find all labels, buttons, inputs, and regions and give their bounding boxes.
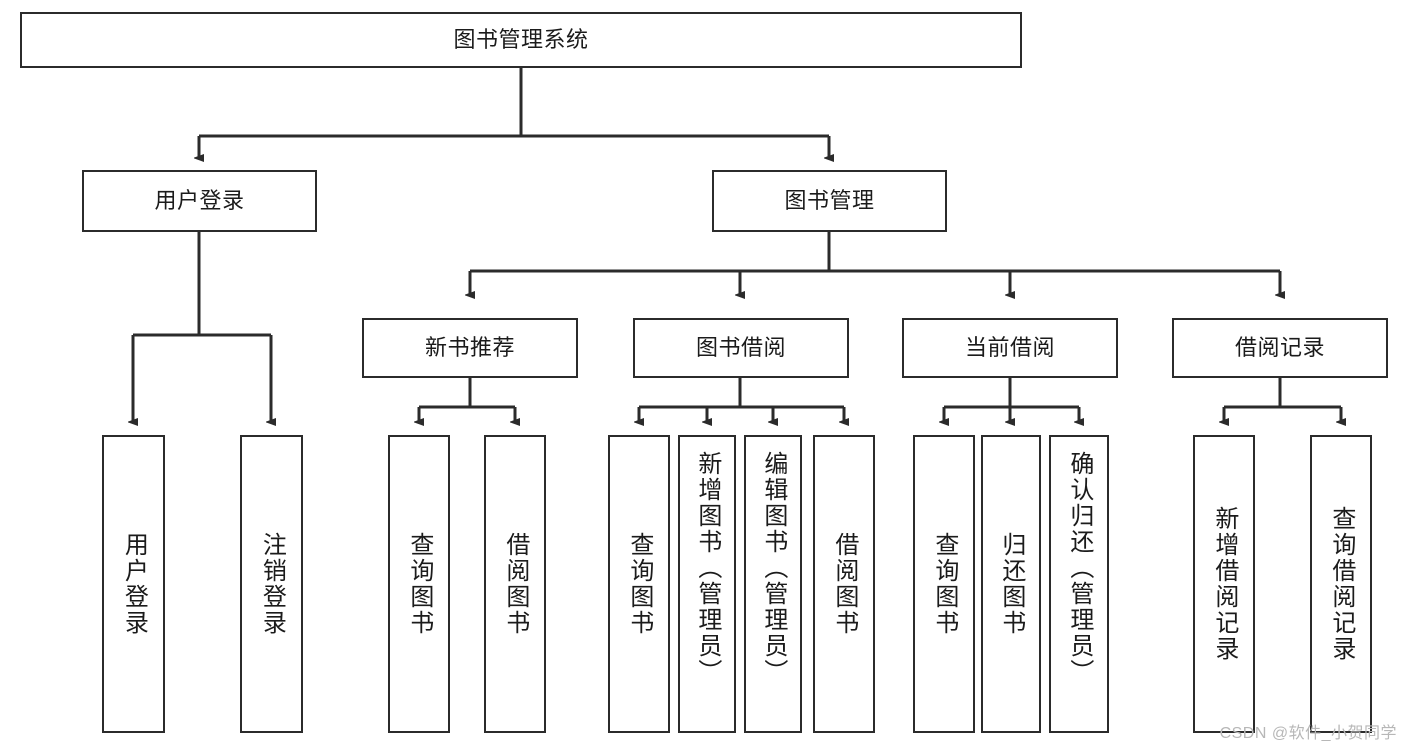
leaf-query-book-1-label: 查询图书 [405,532,433,636]
node-new-book-recommend[interactable]: 新书推荐 [362,318,578,378]
node-borrow-record[interactable]: 借阅记录 [1172,318,1388,378]
leaf-confirm-return[interactable]: 确认归还（管理员） [1049,435,1109,733]
leaf-add-record[interactable]: 新增借阅记录 [1193,435,1255,733]
node-new-book-recommend-label: 新书推荐 [424,334,515,360]
node-user-login[interactable]: 用户登录 [82,170,317,232]
leaf-return-book[interactable]: 归还图书 [981,435,1041,733]
node-book-borrow-label: 图书借阅 [695,334,786,360]
leaf-logout[interactable]: 注销登录 [240,435,303,733]
leaf-edit-book[interactable]: 编辑图书（管理员） [744,435,802,733]
leaf-query-book-2-label: 查询图书 [625,532,653,636]
node-book-manage-label: 图书管理 [784,187,875,213]
leaf-confirm-return-label: 确认归还（管理员） [1065,451,1093,685]
leaf-query-book-3[interactable]: 查询图书 [913,435,975,733]
leaf-query-book-3-label: 查询图书 [930,532,958,636]
node-book-borrow[interactable]: 图书借阅 [633,318,849,378]
leaf-query-book-2[interactable]: 查询图书 [608,435,670,733]
node-user-login-label: 用户登录 [154,187,245,213]
leaf-user-login-label: 用户登录 [120,532,148,636]
leaf-return-book-label: 归还图书 [997,532,1025,636]
node-root-label: 图书管理系统 [453,26,589,52]
leaf-user-login[interactable]: 用户登录 [102,435,165,733]
leaf-query-record-label: 查询借阅记录 [1327,506,1355,662]
leaf-add-book-label: 新增图书（管理员） [693,451,721,685]
leaf-borrow-book-2-label: 借阅图书 [830,532,858,636]
leaf-borrow-book-1-label: 借阅图书 [501,532,529,636]
leaf-add-book[interactable]: 新增图书（管理员） [678,435,736,733]
leaf-borrow-book-2[interactable]: 借阅图书 [813,435,875,733]
node-root[interactable]: 图书管理系统 [20,12,1022,68]
node-borrow-record-label: 借阅记录 [1234,334,1325,360]
leaf-add-record-label: 新增借阅记录 [1210,506,1238,662]
node-book-manage[interactable]: 图书管理 [712,170,947,232]
node-current-borrow-label: 当前借阅 [964,334,1055,360]
leaf-query-record[interactable]: 查询借阅记录 [1310,435,1372,733]
leaf-edit-book-label: 编辑图书（管理员） [759,451,787,685]
leaf-query-book-1[interactable]: 查询图书 [388,435,450,733]
node-current-borrow[interactable]: 当前借阅 [902,318,1118,378]
leaf-logout-label: 注销登录 [258,532,286,636]
leaf-borrow-book-1[interactable]: 借阅图书 [484,435,546,733]
